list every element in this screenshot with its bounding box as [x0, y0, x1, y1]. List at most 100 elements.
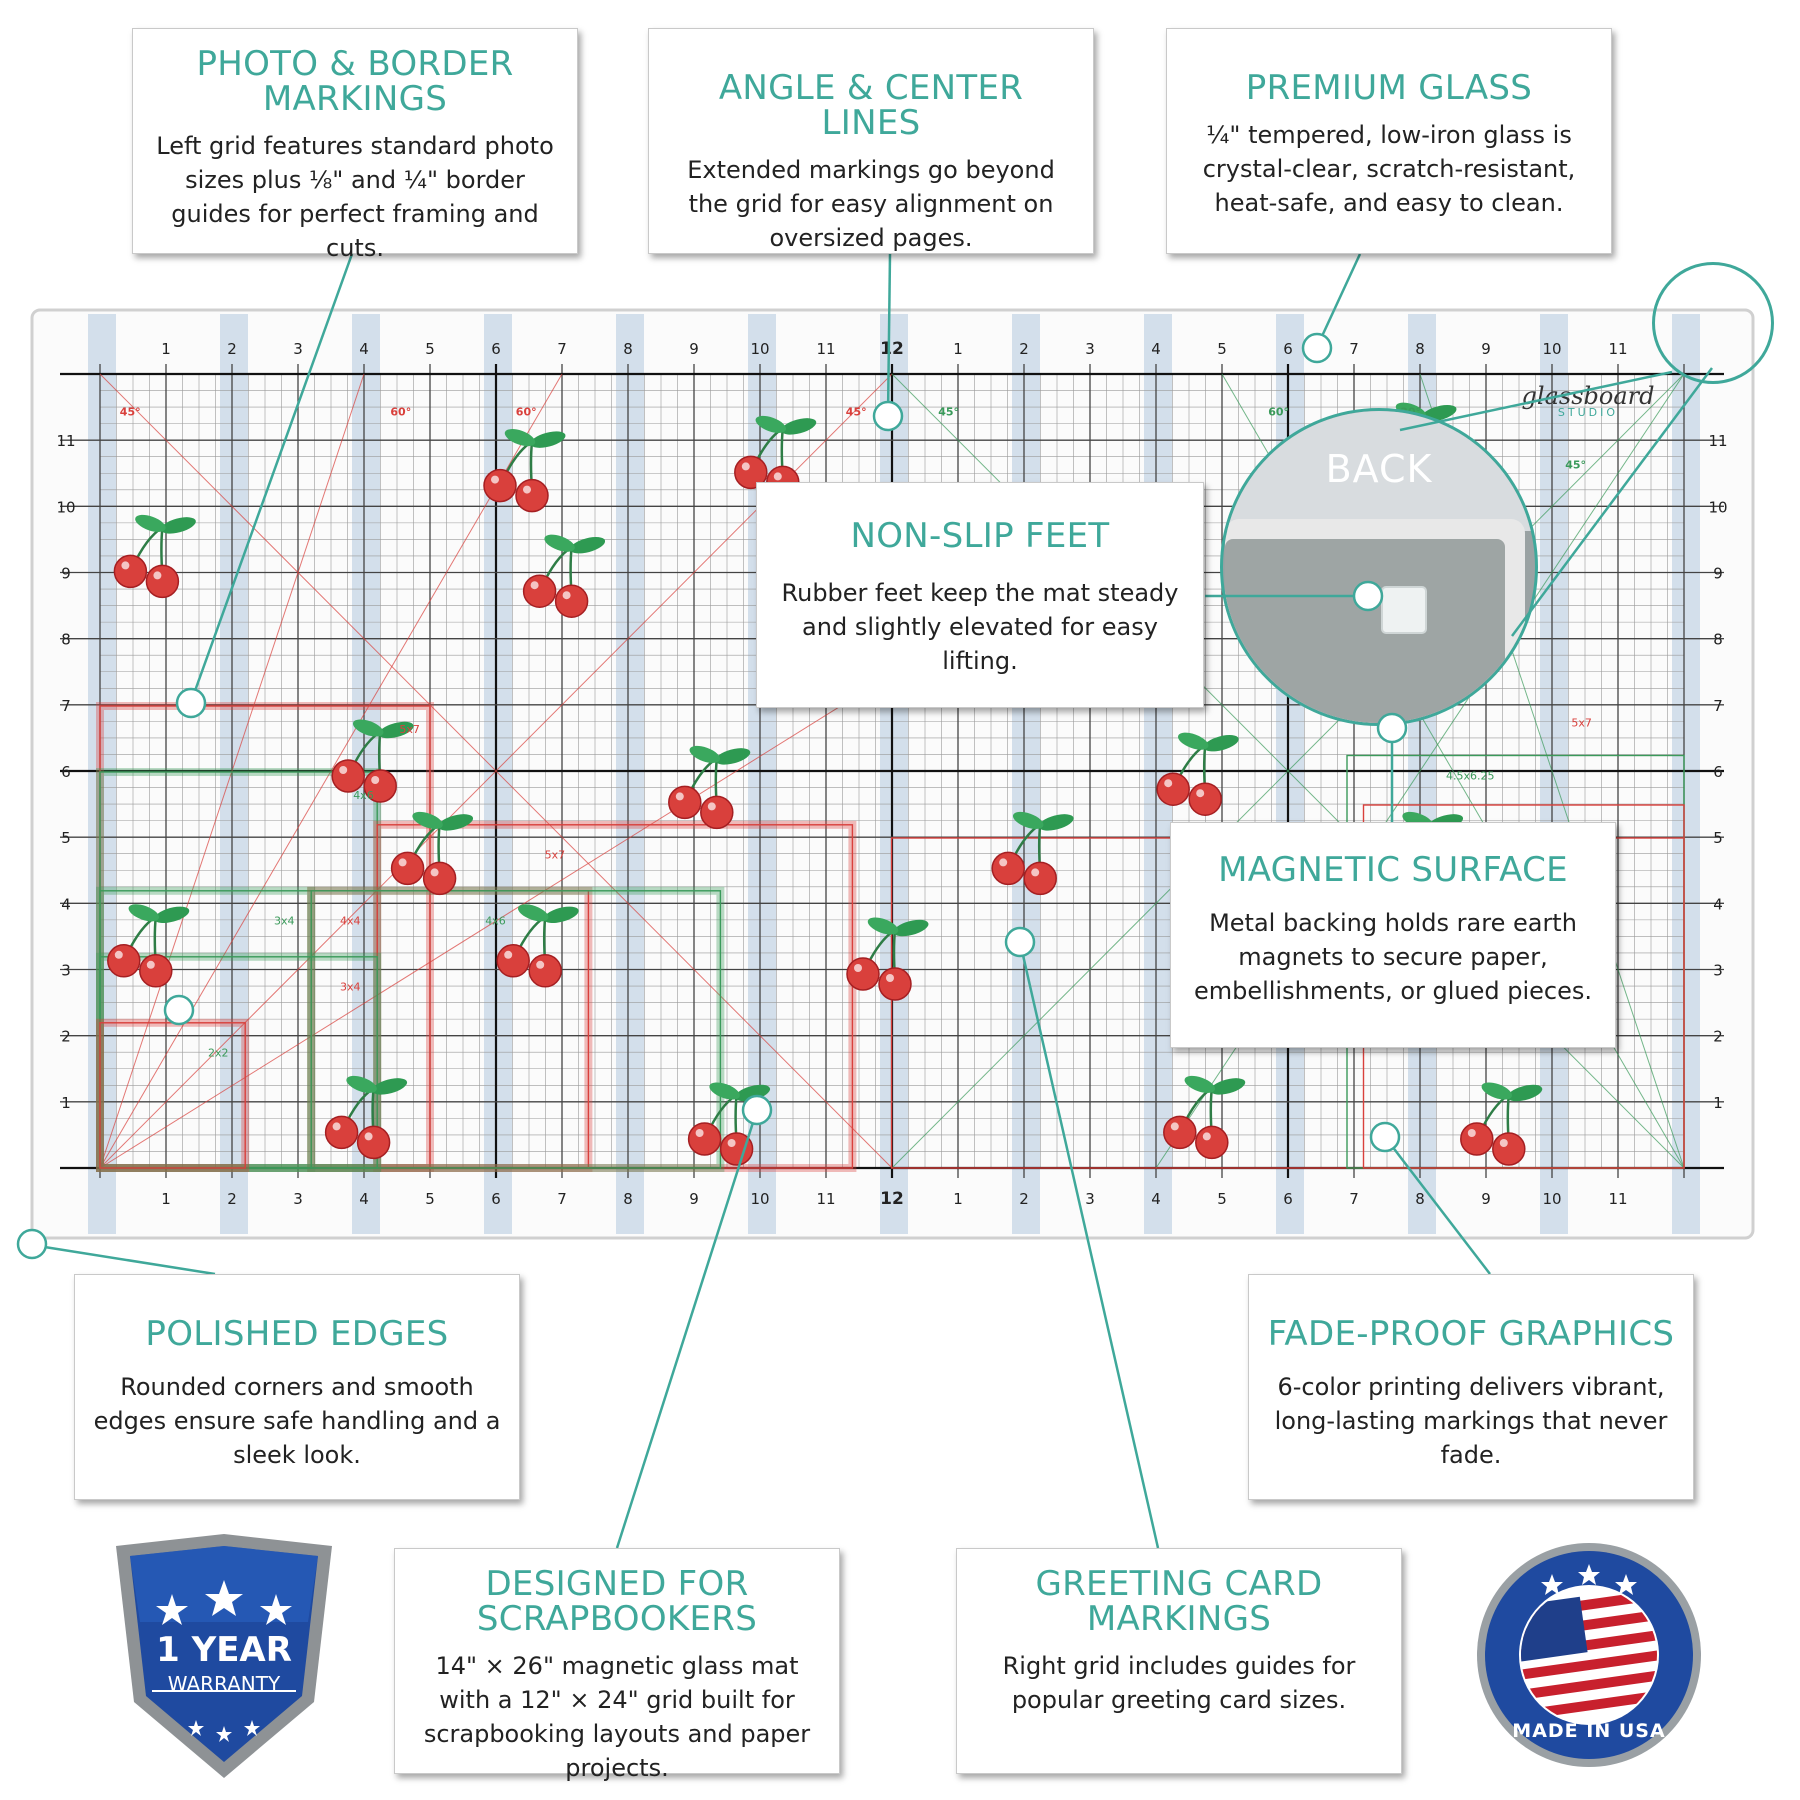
ruler-number-top: 4: [359, 340, 369, 358]
ruler-number-left: 10: [56, 498, 75, 516]
size-label: 5x7: [399, 723, 420, 736]
cherry-leaf: [346, 1075, 377, 1093]
ruler-number-left: 8: [61, 631, 71, 649]
ruler-number-bottom: 6: [491, 1190, 501, 1208]
callout-magnetic: MAGNETIC SURFACE Metal backing holds rar…: [1170, 822, 1616, 1048]
cherry-fruit: [878, 967, 912, 1001]
callout-polished: POLISHED EDGES Rounded corners and smoot…: [74, 1274, 520, 1500]
ruler-number-bottom: 8: [623, 1190, 633, 1208]
cherry-shine: [1031, 868, 1040, 877]
ruler-number-bottom: 7: [557, 1190, 567, 1208]
ruler-number-bottom: 7: [1349, 1190, 1359, 1208]
cherry-shine: [523, 485, 531, 494]
size-label: 4x6: [353, 789, 374, 802]
ruler-number-top: 5: [1217, 340, 1227, 358]
ruler-number-top: 2: [227, 340, 237, 358]
warranty-line2: WARRANTY: [167, 1672, 281, 1696]
cherry-shine: [773, 472, 782, 481]
callout-body: Left grid features standard photo sizes …: [156, 132, 554, 262]
ruler-number-top: 6: [491, 340, 501, 358]
cherry-fruit: [113, 554, 148, 589]
cherry-shine: [339, 766, 348, 774]
cherry-leaf: [715, 748, 751, 765]
callout-body: 14" × 26" magnetic glass mat with a 12" …: [423, 1652, 811, 1782]
ruler-number-bottom: 1: [953, 1190, 963, 1208]
angle-label: 45°: [1565, 458, 1586, 471]
ruler-number-left: 11: [56, 432, 75, 450]
ruler-number-left: 3: [61, 962, 71, 980]
ruler-number-right: 7: [1713, 697, 1723, 715]
ruler-number-right: 8: [1713, 631, 1723, 649]
ruler-number-bottom: 1: [161, 1190, 171, 1208]
cherry-leaf: [517, 904, 549, 922]
ruler-number-bottom: 12: [880, 1189, 904, 1209]
cherry-icon: [390, 811, 474, 896]
ruler-number-left: 1: [61, 1094, 71, 1112]
cherry-fruit: [139, 954, 173, 988]
cherry-icon: [331, 719, 414, 803]
ruler-number-top: 8: [623, 340, 633, 358]
warranty-line1: 1 YEAR: [156, 1630, 292, 1670]
angle-label: 45°: [846, 406, 867, 419]
cherry-shine: [695, 1129, 704, 1137]
magnify-ring: [1652, 262, 1774, 384]
rubber-foot: [1381, 586, 1427, 634]
ruler-number-bottom: 10: [750, 1190, 769, 1208]
ruler-number-top: 7: [1349, 340, 1359, 358]
ruler-number-bottom: 3: [1085, 1190, 1095, 1208]
cherry-leaf: [570, 536, 606, 554]
ruler-number-bottom: 8: [1415, 1190, 1425, 1208]
ruler-number-bottom: 9: [689, 1190, 699, 1208]
ruler-number-top: 11: [1608, 340, 1627, 358]
cherry-fruit: [1188, 782, 1222, 816]
photo-frame-line: [310, 890, 722, 1169]
cherry-icon: [483, 429, 566, 513]
callout-body: Extended markings go beyond the grid for…: [687, 156, 1055, 252]
ruler-number-top: 10: [750, 340, 769, 358]
cherry-fruit: [483, 468, 517, 503]
cherry-leaf: [412, 811, 443, 829]
cherry-leaf: [438, 814, 474, 831]
ruler-number-right: 9: [1713, 565, 1723, 583]
ruler-number-bottom: 11: [816, 1190, 835, 1208]
callout-title: DESIGNED FOR SCRAPBOOKERS: [476, 1564, 758, 1639]
grid-stripe: [880, 314, 908, 1234]
shield-icon: [116, 1534, 332, 1778]
ruler-number-top: 2: [1019, 340, 1029, 358]
cherry-leaf: [1177, 732, 1209, 750]
callout-non-slip: NON-SLIP FEET Rubber feet keep the mat s…: [756, 482, 1204, 708]
cherry-fruit: [356, 1125, 391, 1160]
callout-body: Right grid includes guides for popular g…: [1002, 1652, 1356, 1714]
ruler-number-bottom: 5: [425, 1190, 435, 1208]
ruler-number-left: 5: [61, 829, 71, 847]
cherry-leaf: [1507, 1084, 1543, 1102]
cherry-shine: [854, 964, 862, 972]
callout-title: FADE-PROOF GRAPHICS: [1267, 1314, 1675, 1354]
callout-fade-proof: FADE-PROOF GRAPHICS 6-color printing del…: [1248, 1274, 1694, 1500]
cherry-fruit: [846, 957, 880, 991]
cherry-leaf: [543, 906, 579, 924]
grid-stripe: [484, 314, 512, 1234]
cherry-leaf: [689, 745, 721, 763]
cherry-fruit: [324, 1115, 359, 1150]
made-in-usa-badge: MADE IN USA: [1474, 1540, 1704, 1770]
callout-body: Rounded corners and smooth edges ensure …: [93, 1373, 501, 1469]
ruler-number-bottom: 11: [1608, 1190, 1627, 1208]
ruler-number-left: 4: [61, 895, 71, 913]
cherry-icon: [991, 811, 1074, 896]
cherry-leaf: [530, 431, 566, 448]
callout-title: NON-SLIP FEET: [850, 516, 1110, 556]
size-label: 5x7: [545, 849, 566, 862]
angle-label: 60°: [516, 406, 537, 419]
callout-body: ¼" tempered, low-iron glass is crystal-c…: [1202, 121, 1576, 217]
cherry-fruit: [1163, 1115, 1197, 1150]
cherry-shine: [886, 974, 894, 982]
ruler-number-top: 9: [689, 340, 699, 358]
ruler-number-right: 10: [1708, 498, 1727, 516]
cherry-leaf: [1210, 1078, 1246, 1095]
cherry-leaf: [1481, 1082, 1513, 1100]
cherry-shine: [114, 950, 123, 959]
angle-line: [99, 673, 893, 1169]
cherry-fruit: [496, 944, 530, 978]
ruler-number-bottom: 4: [1151, 1190, 1161, 1208]
